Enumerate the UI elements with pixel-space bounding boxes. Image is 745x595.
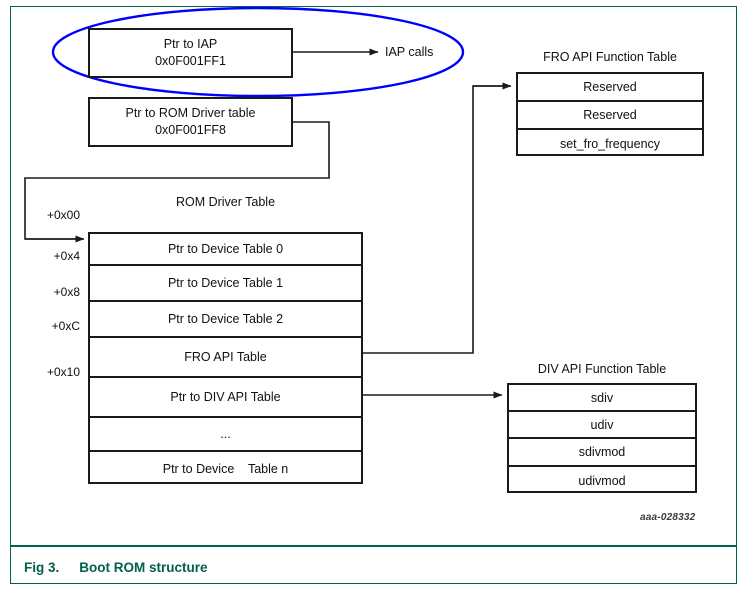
fro-api-table-title: FRO API Function Table [543,50,677,64]
fro-api-table-row: Reserved [518,74,702,102]
fro-api-function-table: Reserved Reserved set_fro_frequency [516,72,704,156]
figure-caption-number: Fig 3. [24,560,60,575]
rom-offset-label-0x8: +0x8 [53,285,80,299]
rom-offset-label-0x4: +0x4 [53,249,80,263]
box-ptr-to-rom-driver-table-line2: 0x0F001FF8 [155,123,226,137]
fro-api-table-row: Reserved [518,102,702,130]
rom-driver-table-row: Ptr to Device Table 1 [90,266,361,302]
rom-driver-table-row: Ptr to DIV API Table [90,378,361,418]
box-ptr-to-rom-driver-table: Ptr to ROM Driver table 0x0F001FF8 [88,97,293,147]
div-api-table-row: sdivmod [509,439,695,467]
div-api-table-row: sdiv [509,385,695,412]
rom-offset-label-0x00: +0x00 [46,208,80,222]
figure-border [10,6,737,584]
caption-divider [10,545,737,547]
box-ptr-to-iap-line2: 0x0F001FF1 [155,54,226,68]
div-api-function-table: sdiv udiv sdivmod udivmod [507,383,697,493]
rom-offset-label-0xC: +0xC [51,319,80,333]
rom-driver-table-row: Ptr to Device Table 0 [90,234,361,266]
document-id-label: aaa-028332 [640,512,696,523]
rom-driver-table: Ptr to Device Table 0 Ptr to Device Tabl… [88,232,363,484]
div-api-table-row: udivmod [578,474,626,488]
div-api-table-row: udiv [509,412,695,439]
box-ptr-to-iap-line1: Ptr to IAP [163,37,218,52]
figure-caption: Fig 3. Boot ROM structure [24,560,208,575]
rom-driver-table-row: Ptr to Device Table n [162,462,289,476]
rom-driver-table-row: ... [90,418,361,452]
fro-api-table-row: set_fro_frequency [559,137,661,151]
rom-driver-table-row: Ptr to Device Table 2 [90,302,361,338]
rom-driver-table-title: ROM Driver Table [175,195,276,209]
rom-driver-table-row: FRO API Table [90,338,361,378]
div-api-table-title: DIV API Function Table [537,362,667,376]
figure-caption-title: Boot ROM structure [79,560,208,575]
label-iap-calls: IAP calls [385,45,434,59]
box-ptr-to-rom-driver-table-line1: Ptr to ROM Driver table [125,106,256,121]
rom-offset-label-0x10: +0x10 [46,365,80,379]
box-ptr-to-iap: Ptr to IAP 0x0F001FF1 [88,28,293,78]
